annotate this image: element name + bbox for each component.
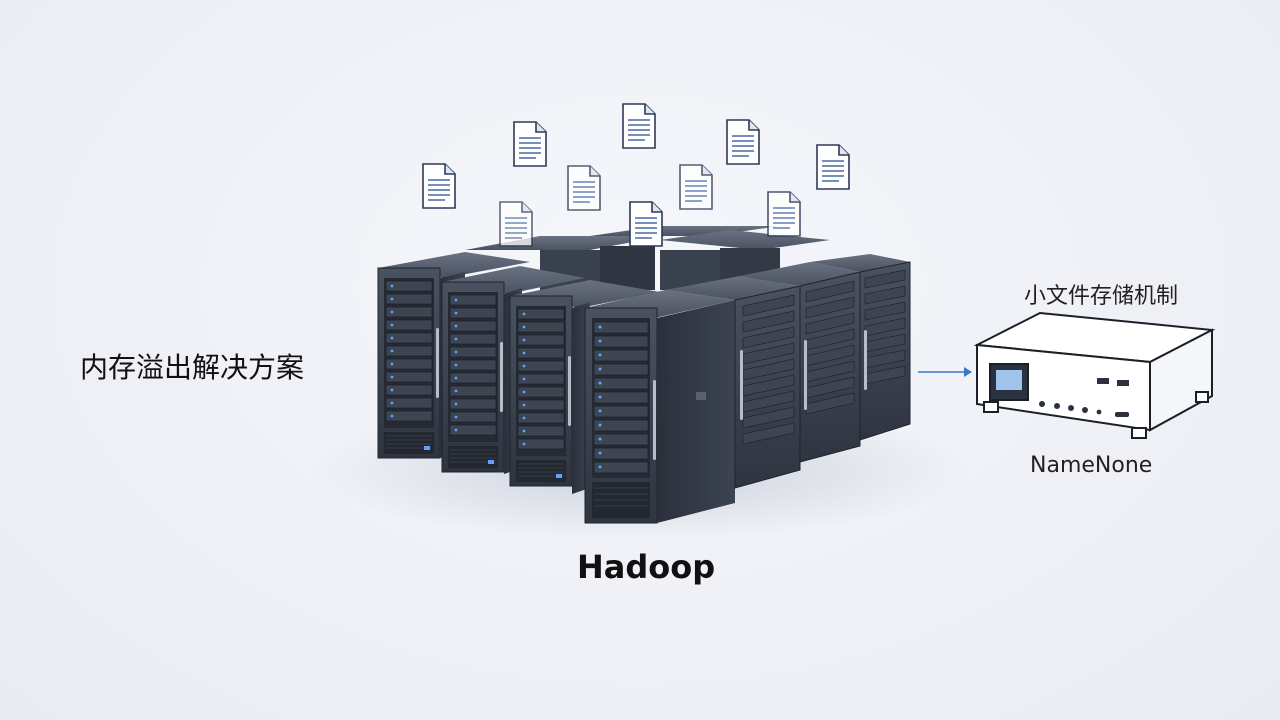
arrow-right-icon [918, 367, 972, 377]
server-rack-icon [740, 262, 861, 463]
document-icon [679, 164, 713, 210]
document-icon [499, 201, 533, 247]
document-icon [513, 121, 547, 167]
memory-overflow-solution-label: 内存溢出解决方案 [80, 351, 305, 384]
document-icon [767, 191, 801, 237]
document-icon [726, 119, 760, 165]
namenode-label: NameNone [1030, 453, 1153, 478]
hadoop-label: Hadoop [577, 548, 716, 586]
document-icon [816, 144, 850, 190]
server-rack-icon [584, 290, 735, 524]
server-rack-icon [810, 254, 911, 441]
document-icon [622, 103, 656, 149]
document-icon [629, 201, 663, 247]
document-icon [422, 163, 456, 209]
network-appliance-icon [973, 311, 1216, 439]
small-file-storage-label: 小文件存储机制 [1024, 284, 1179, 309]
server-rack-icon [665, 276, 801, 489]
document-icon [567, 165, 601, 211]
